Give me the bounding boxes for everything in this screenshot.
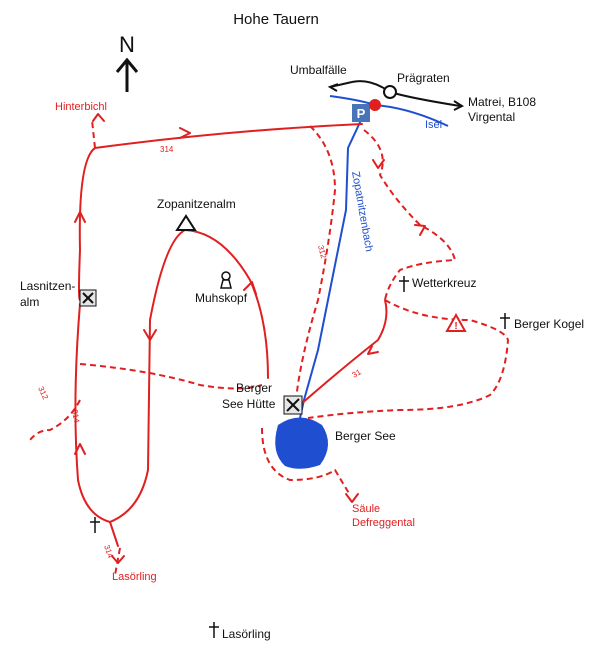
road-virgental xyxy=(327,80,465,111)
label-zopanitzenalm: Zopanitzenalm xyxy=(157,197,236,211)
label-berger-see-huette-2: See Hütte xyxy=(222,397,276,411)
label-saeule-2: Defreggental xyxy=(352,517,415,529)
restaurant-icon xyxy=(283,395,303,415)
label-virgental: Virgental xyxy=(468,110,515,124)
label-zopatnitzenbach: Zopatnitzenbach xyxy=(349,170,375,252)
label-matrei: Matrei, B108 xyxy=(468,95,536,109)
keyhole-icon xyxy=(220,271,232,289)
dashed-trails xyxy=(29,119,509,576)
label-isel: Isel xyxy=(425,119,442,131)
start-point xyxy=(369,99,381,111)
trail-direction-arrows xyxy=(74,113,426,564)
warning-icon: ! xyxy=(445,312,467,332)
label-praegraten: Prägraten xyxy=(397,71,450,85)
svg-text:P: P xyxy=(357,106,366,121)
north-arrow-icon: N xyxy=(115,32,139,92)
label-wetterkreuz: Wetterkreuz xyxy=(412,276,476,290)
summit-cross-icon xyxy=(209,622,219,638)
junction-praegraten xyxy=(383,85,397,99)
summit-cross-icon xyxy=(90,517,100,533)
trail-number-312-left: 312 xyxy=(36,385,50,401)
stream-zopatnitzenbach xyxy=(299,117,363,419)
trail-number-314-left: 314 xyxy=(70,409,81,424)
label-lasnitzenalm-1: Lasnitzen- xyxy=(20,279,75,293)
parking-icon: P xyxy=(352,104,370,122)
trail-number-31: 31 xyxy=(351,367,364,380)
label-umbalfaelle: Umbalfälle xyxy=(290,63,347,77)
restaurant-icon xyxy=(79,289,97,307)
svg-text:!: ! xyxy=(454,321,457,332)
label-lasnitzenalm-2: alm xyxy=(20,295,39,309)
peak-triangle-icon xyxy=(175,214,197,231)
map-title: Hohe Tauern xyxy=(233,11,319,28)
label-lasoerling-peak: Lasörling xyxy=(222,627,271,641)
label-berger-kogel: Berger Kogel xyxy=(514,317,584,331)
trail-number-312-mid: 312 xyxy=(316,244,328,260)
label-saeule-1: Säule xyxy=(352,503,380,515)
lake-berger-see xyxy=(275,417,329,469)
label-lasoerling-trail: Lasörling xyxy=(112,571,157,583)
trail-number-314-bottom: 314 xyxy=(102,544,115,560)
label-berger-see-huette-1: Berger xyxy=(236,381,272,395)
summit-cross-icon xyxy=(500,313,510,329)
svg-text:N: N xyxy=(119,32,135,57)
label-hinterbichl: Hinterbichl xyxy=(55,101,107,113)
solid-trails xyxy=(74,123,388,547)
summit-cross-icon xyxy=(399,276,409,292)
label-muhskopf: Muhskopf xyxy=(195,291,248,305)
label-berger-see: Berger See xyxy=(335,429,396,443)
trail-number-314-top: 314 xyxy=(160,145,174,154)
